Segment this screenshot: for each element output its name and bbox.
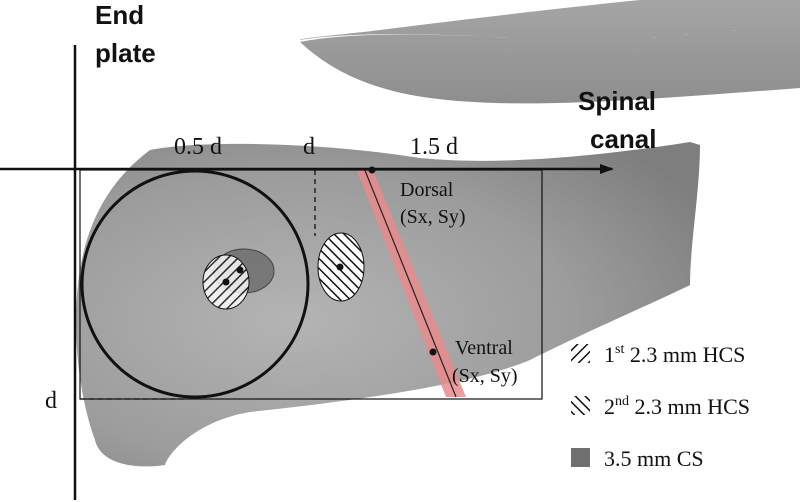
ventral-label-line1: Ventral bbox=[455, 337, 513, 359]
first-hcs-center-point bbox=[222, 278, 230, 286]
dorsal-label-line2: (Sx, Sy) bbox=[400, 206, 466, 228]
legend-item-1-number: 1 bbox=[604, 342, 615, 367]
end-plate-label-line2: plate bbox=[95, 38, 156, 68]
half-d-circle bbox=[80, 169, 310, 399]
grey-fill-icon bbox=[571, 448, 590, 467]
d-top-label: d bbox=[303, 134, 315, 160]
dorsal-point bbox=[368, 166, 376, 174]
legend-item-2-label: 2nd 2.3 mm HCS bbox=[604, 394, 750, 419]
hatch-left-icon bbox=[571, 344, 590, 363]
hatch-right-icon bbox=[571, 396, 590, 415]
dorsal-label-line1: Dorsal bbox=[400, 179, 454, 201]
legend-item-2-text: 2.3 mm HCS bbox=[629, 394, 750, 419]
spinal-canal-label-line1: Spinal bbox=[578, 86, 656, 116]
cs-center-point bbox=[236, 266, 244, 274]
legend: 1st 2.3 mm HCS 2nd 2.3 mm HCS 3.5 mm CS bbox=[571, 342, 750, 471]
upper-bone-shape bbox=[300, 0, 800, 104]
vertebral-body-shape bbox=[75, 142, 701, 467]
legend-item-1-label: 1st 2.3 mm HCS bbox=[604, 342, 745, 367]
legend-item-1-text: 2.3 mm HCS bbox=[624, 342, 745, 367]
spinal-canal-label-line2: canal bbox=[590, 124, 657, 154]
end-plate-label-line1: End bbox=[95, 0, 144, 30]
half-d-label: 0.5 d bbox=[174, 134, 222, 160]
trajectory-band bbox=[356, 168, 466, 397]
second-hcs-center-point bbox=[336, 263, 344, 271]
one-half-d-label: 1.5 d bbox=[410, 134, 458, 160]
legend-item-1-superscript: st bbox=[615, 342, 624, 357]
legend-item-2-superscript: nd bbox=[615, 394, 629, 409]
legend-item-2-number: 2 bbox=[604, 394, 615, 419]
ventral-label-line2: (Sx, Sy) bbox=[452, 365, 518, 387]
ventral-point bbox=[429, 348, 437, 356]
d-left-label: d bbox=[45, 388, 57, 414]
trajectory-line bbox=[363, 167, 457, 398]
legend-item-3-label: 3.5 mm CS bbox=[604, 446, 704, 471]
